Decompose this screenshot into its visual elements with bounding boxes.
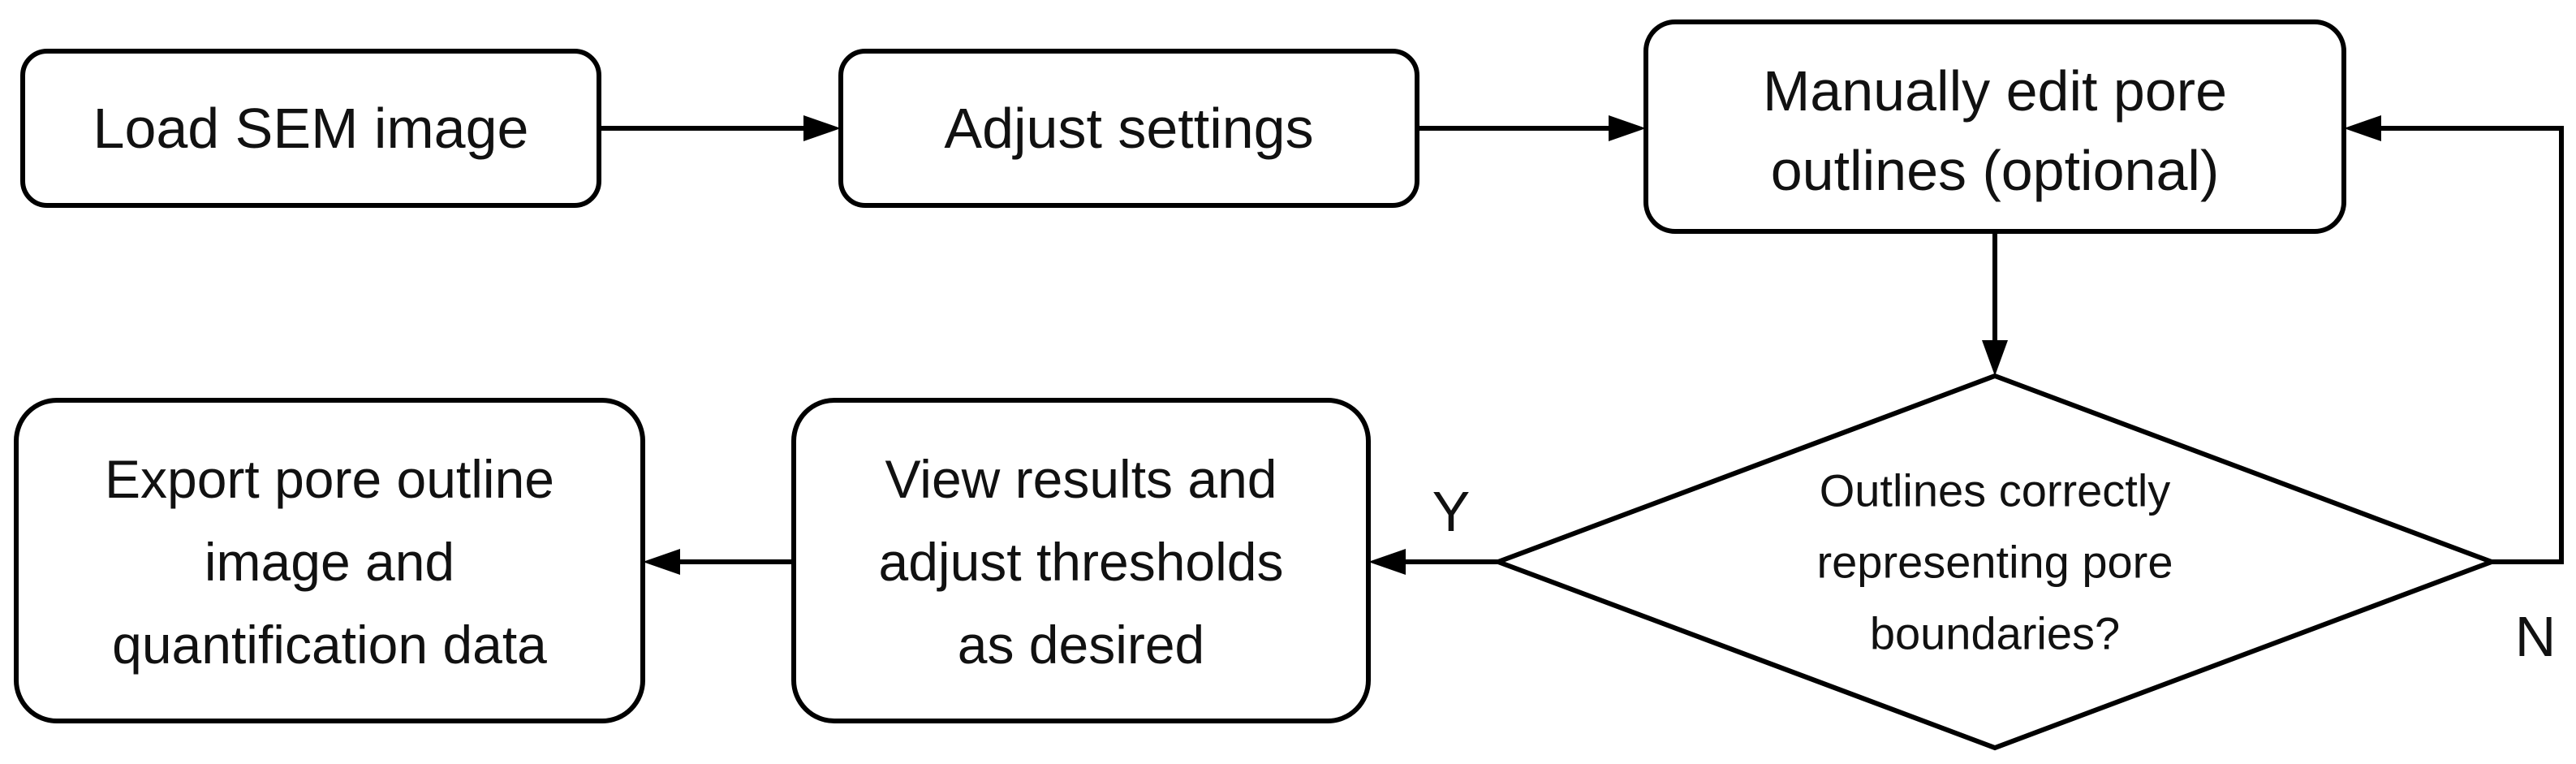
arrowhead-icon	[803, 115, 841, 141]
edge-manual-to-decision	[1982, 231, 2008, 376]
node-decision-line-1: Outlines correctly	[1820, 465, 2171, 516]
edge-adjust-to-manual	[1417, 115, 1646, 141]
node-view-results: View results and adjust thresholds as de…	[791, 398, 1371, 723]
edge-load-to-adjust	[599, 115, 841, 141]
edge-label-no: N	[2515, 605, 2557, 668]
node-view-results-line-2: adjust thresholds	[879, 532, 1284, 592]
node-export: Export pore outline image and quantifica…	[14, 398, 645, 723]
node-adjust-settings-label: Adjust settings	[944, 97, 1313, 160]
node-decision-line-2: representing pore	[1817, 537, 2173, 588]
node-export-line-1: Export pore outline	[105, 449, 554, 509]
edge-label-yes: Y	[1432, 480, 1471, 543]
arrowhead-icon	[1368, 549, 1406, 575]
node-decision: Outlines correctly representing pore bou…	[1491, 373, 2499, 751]
arrowhead-icon	[2344, 115, 2381, 141]
node-adjust-settings: Adjust settings	[838, 49, 1419, 208]
node-export-box	[14, 398, 645, 723]
edge-decision-yes	[1368, 549, 1498, 575]
edge-view-to-export	[643, 549, 794, 575]
node-decision-diamond	[1491, 373, 2499, 751]
edge-decision-no	[2344, 115, 2564, 564]
node-export-line-2: image and	[205, 532, 454, 592]
node-view-results-line-3: as desired	[958, 615, 1205, 675]
arrowhead-icon	[1982, 340, 2008, 376]
node-load-sem-image: Load SEM image	[20, 49, 601, 208]
node-export-line-3: quantification data	[112, 615, 547, 675]
arrowhead-icon	[643, 549, 680, 575]
node-manually-edit-line-2: outlines (optional)	[1771, 139, 2220, 202]
node-load-sem-image-label: Load SEM image	[93, 97, 529, 160]
node-manually-edit-line-1: Manually edit pore	[1763, 59, 2227, 123]
node-manually-edit: Manually edit pore outlines (optional)	[1643, 19, 2346, 234]
arrowhead-icon	[1609, 115, 1646, 141]
node-view-results-line-1: View results and	[885, 449, 1277, 509]
node-decision-line-3: boundaries?	[1870, 608, 2120, 659]
